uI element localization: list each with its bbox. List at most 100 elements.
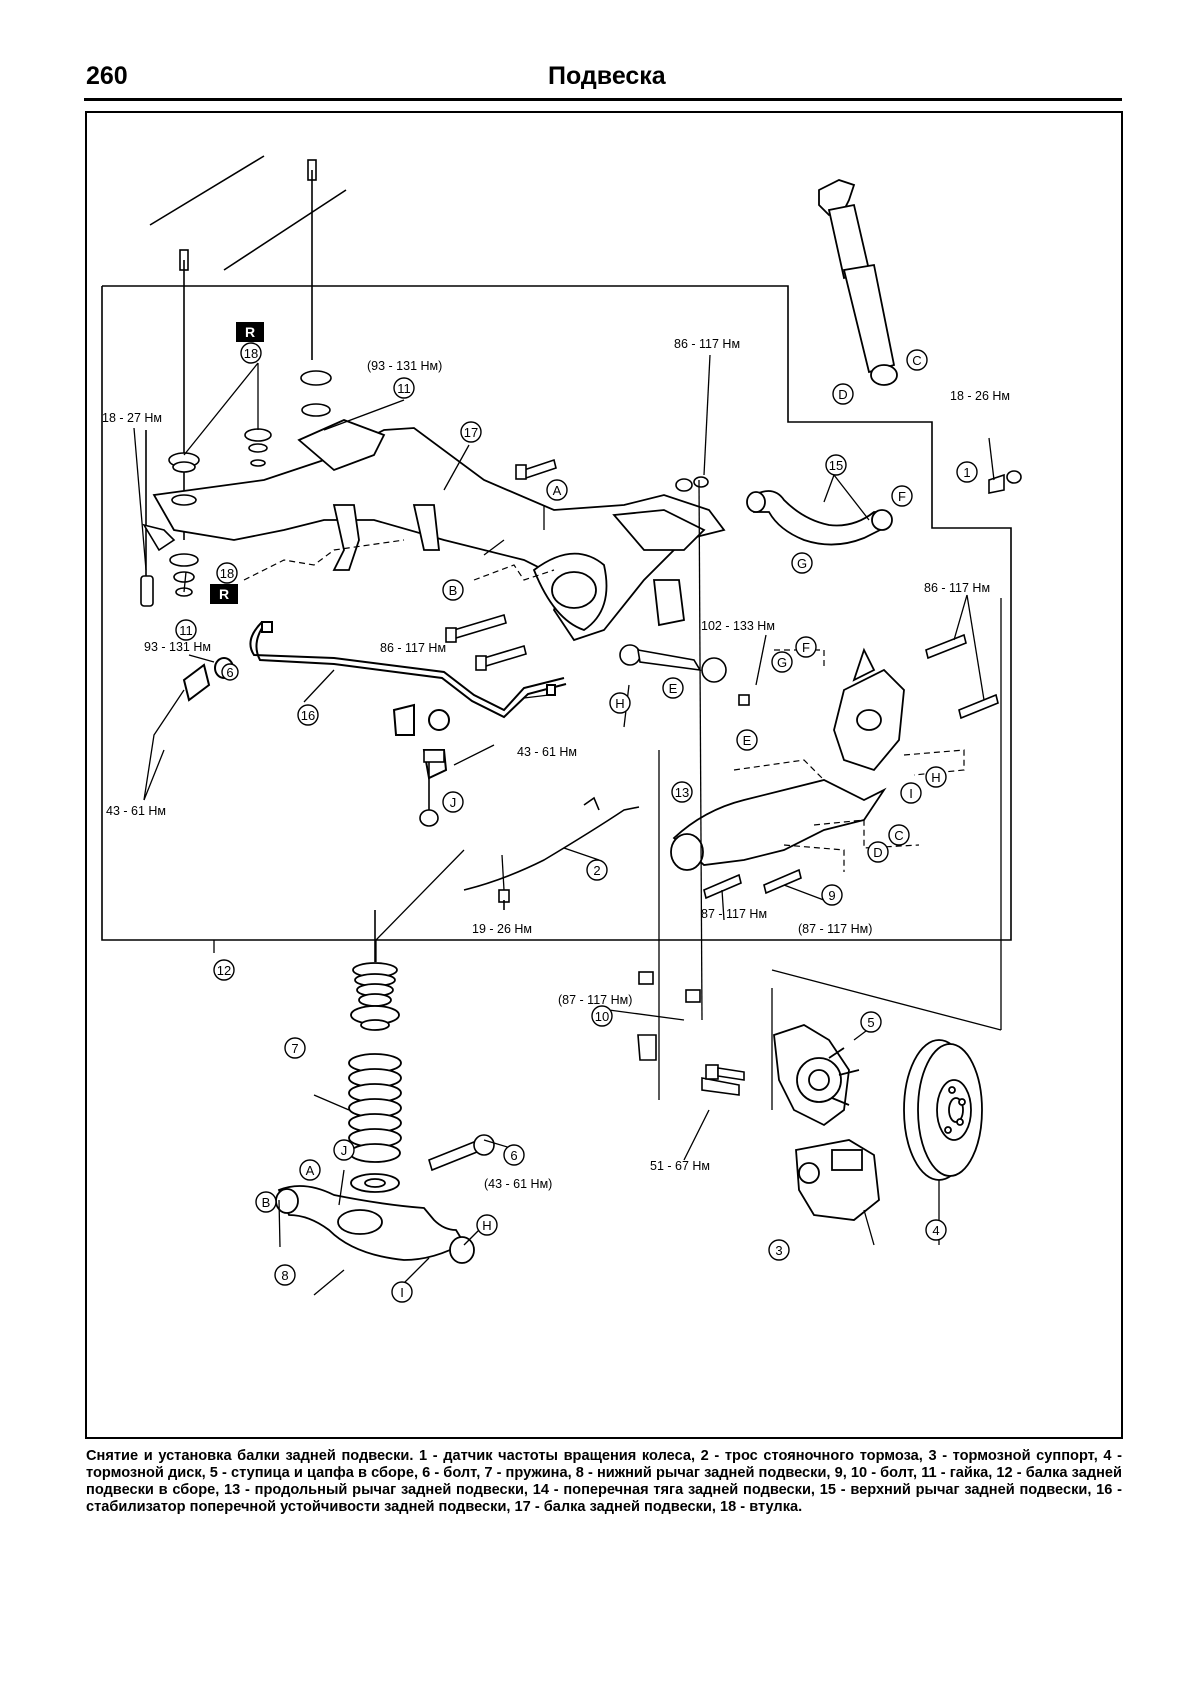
svg-text:11: 11 — [179, 623, 193, 638]
svg-text:2: 2 — [593, 863, 600, 878]
callout-10a: 10 — [591, 1005, 613, 1027]
torque-label: 86 - 117 Нм — [674, 337, 740, 351]
callout-9: 9 — [821, 884, 843, 906]
svg-text:A: A — [553, 483, 562, 498]
callout-A2: A — [299, 1159, 321, 1181]
svg-text:15: 15 — [829, 458, 843, 473]
callout-2: 2 — [586, 859, 608, 881]
callout-11b: 11 — [175, 619, 197, 641]
callout-C2: C — [888, 824, 910, 846]
torque-label: 19 - 26 Нм — [472, 922, 532, 936]
callout-11a: 11 — [393, 377, 415, 399]
callout-7: 7 — [284, 1037, 306, 1059]
torque-label: 18 - 26 Нм — [950, 389, 1010, 403]
callout-I2: I — [391, 1281, 413, 1303]
callout-J1: J — [442, 791, 464, 813]
svg-text:6: 6 — [226, 665, 233, 680]
svg-text:C: C — [894, 828, 903, 843]
torque-label: 93 - 131 Нм — [144, 640, 211, 654]
callout-G2: G — [771, 651, 793, 673]
svg-text:F: F — [898, 489, 906, 504]
callout-F1: F — [891, 485, 913, 507]
brake-disc — [903, 1039, 983, 1181]
stabilizer-bar — [182, 621, 567, 780]
hub-assembly — [773, 1024, 860, 1127]
svg-text:B: B — [262, 1195, 271, 1210]
svg-text:4: 4 — [932, 1223, 939, 1238]
svg-text:D: D — [838, 387, 847, 402]
svg-text:10: 10 — [595, 1009, 609, 1024]
svg-text:17: 17 — [464, 425, 478, 440]
callout-D1: D — [832, 383, 854, 405]
mount-bushings — [168, 370, 332, 597]
torque-label: (43 - 61 Нм) — [484, 1177, 552, 1191]
letter-callouts: A A B B C C D D E E F F G G H H H I I J … — [221, 349, 947, 1303]
callout-H2: H — [925, 766, 947, 788]
replace-marker-top: R — [236, 322, 264, 342]
callout-16: 16 — [297, 704, 319, 726]
torque-label: (87 - 117 Нм) — [798, 922, 872, 936]
callout-4: 4 — [925, 1219, 947, 1241]
torque-label: 86 - 117 Нм — [380, 641, 446, 655]
outer-frame — [85, 111, 1123, 1439]
svg-text:F: F — [802, 640, 810, 655]
svg-text:R: R — [219, 586, 229, 602]
svg-text:1: 1 — [963, 465, 970, 480]
trailing-arm — [670, 647, 905, 871]
callout-6: 6 — [503, 1144, 525, 1166]
svg-text:G: G — [797, 556, 807, 571]
lateral-link — [619, 644, 727, 683]
section-title: Подвеска — [548, 62, 666, 90]
svg-text:J: J — [450, 795, 457, 810]
svg-text:H: H — [482, 1218, 491, 1233]
upper-arm — [746, 490, 893, 546]
torque-label: (87 - 117 Нм) — [558, 993, 632, 1007]
page-number: 260 — [86, 62, 128, 90]
suspension-exploded-diagram: R R 18 - 27 Нм (93 - 131 Нм) 86 - 117 Нм… — [85, 111, 1123, 1439]
callout-A1: A — [546, 479, 568, 501]
callout-E2: E — [736, 729, 758, 751]
callout-15: 15 — [825, 454, 847, 476]
callout-D2: D — [867, 841, 889, 863]
svg-text:A: A — [306, 1163, 315, 1178]
callout-B1: B — [442, 579, 464, 601]
bolts — [428, 458, 1022, 1172]
replace-marker-bottom: R — [210, 584, 238, 604]
torque-label: 43 - 61 Нм — [106, 804, 166, 818]
svg-text:8: 8 — [281, 1268, 288, 1283]
svg-text:11: 11 — [397, 381, 411, 396]
svg-text:B: B — [449, 583, 458, 598]
svg-text:6: 6 — [510, 1148, 517, 1163]
callout-H1: H — [609, 692, 631, 714]
callout-B2: B — [255, 1191, 277, 1213]
svg-text:D: D — [873, 845, 882, 860]
svg-text:18: 18 — [220, 566, 234, 581]
svg-text:18: 18 — [244, 346, 258, 361]
svg-text:9: 9 — [828, 888, 835, 903]
torque-label: 18 - 27 Нм — [102, 411, 162, 425]
torque-label: 51 - 67 Нм — [650, 1159, 710, 1173]
torque-labels: 18 - 27 Нм (93 - 131 Нм) 86 - 117 Нм 18 … — [102, 337, 1010, 1191]
header-rule — [84, 98, 1122, 101]
leader-lines — [133, 354, 1002, 1296]
torque-label: (93 - 131 Нм) — [367, 359, 442, 373]
svg-text:I: I — [909, 786, 913, 801]
svg-text:13: 13 — [675, 785, 689, 800]
part-callouts: 1 2 3 4 5 6 7 8 9 10 11 11 12 13 15 16 1… — [175, 342, 978, 1286]
callout-5: 5 — [860, 1011, 882, 1033]
svg-text:I: I — [400, 1285, 404, 1300]
callout-13: 13 — [671, 781, 693, 803]
callout-H3: H — [476, 1214, 498, 1236]
callout-1: 1 — [956, 461, 978, 483]
brake-caliper — [795, 1139, 880, 1221]
torque-label: 86 - 117 Нм — [924, 581, 990, 595]
torque-label: 102 - 133 Нм — [701, 619, 775, 633]
callout-12: 12 — [213, 959, 235, 981]
shock-absorber — [818, 179, 898, 386]
torque-label: 87 - 117 Нм — [701, 907, 767, 921]
callout-E1: E — [662, 677, 684, 699]
svg-text:H: H — [615, 696, 624, 711]
callout-I1: I — [900, 782, 922, 804]
svg-text:C: C — [912, 353, 921, 368]
callout-17: 17 — [460, 421, 482, 443]
